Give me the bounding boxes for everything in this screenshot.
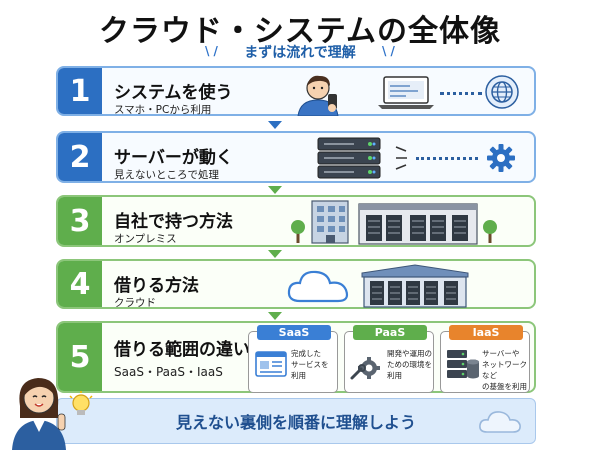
iaas-card: IaaS サーバーや ネットワークなど の基盤を利用 [440, 325, 530, 393]
page-subtitle: まずは流れで理解 [244, 45, 356, 61]
flow-arrow-4 [268, 312, 282, 320]
saas-card: SaaS 完成した サービスを 利用 [248, 325, 338, 393]
connection-dots [416, 157, 478, 160]
step-5-number: 5 [58, 323, 102, 391]
summary-message: 見えない裏側を順番に理解しよう [175, 413, 416, 432]
server-rack-icon [317, 137, 381, 179]
step-4-number: 4 [58, 261, 102, 307]
step-1-subtitle: スマホ・PCから利用 [114, 104, 212, 116]
person-smartphone-icon [297, 75, 339, 116]
step-4-title: 借りる方法 [114, 276, 199, 296]
step-3-subtitle: オンプレミス [114, 233, 177, 245]
light-bulb-icon [69, 391, 93, 415]
step-1-card: 1 システムを使う スマホ・PCから利用 [56, 66, 536, 116]
gear-icon [487, 144, 515, 172]
step-2-card: 2 サーバーが動く 見えないところで処理 [56, 131, 536, 183]
iaas-description: サーバーや ネットワークなど の基盤を利用 [482, 349, 527, 391]
flow-arrow-3 [268, 250, 282, 258]
sparkle-left-icon: \ / [205, 44, 218, 58]
sparkle-right-icon: \ / [382, 44, 395, 58]
cloud-datacenter-icon [361, 264, 469, 308]
globe-icon [485, 75, 519, 109]
step-3-number: 3 [58, 197, 102, 245]
activity-lines-icon [395, 146, 407, 170]
step-1-title: システムを使う [114, 83, 233, 103]
saas-label: SaaS [257, 325, 331, 340]
browser-window-icon [255, 351, 287, 377]
step-2-title: サーバーが動く [114, 148, 233, 168]
iaas-label: IaaS [449, 325, 523, 340]
step-5-title: 借りる範囲の違い [114, 340, 250, 360]
tree-icon [291, 220, 305, 243]
step-1-number: 1 [58, 68, 102, 114]
laptop-icon [378, 76, 434, 109]
step-3-card: 3 自社で持つ方法 オンプレミス [56, 195, 536, 247]
step-5-subtitle: SaaS・PaaS・IaaS [114, 365, 223, 379]
datacenter-icon [358, 203, 478, 245]
paas-description: 開発や運用の ための環境を 利用 [387, 349, 432, 380]
woman-idea-icon [12, 378, 66, 450]
step-4-card: 4 借りる方法 クラウド [56, 259, 536, 309]
paas-label: PaaS [353, 325, 427, 340]
saas-description: 完成した サービスを 利用 [291, 349, 329, 380]
step-2-number: 2 [58, 133, 102, 181]
flow-arrow-2 [268, 186, 282, 194]
office-building-icon [311, 200, 349, 244]
paas-card: PaaS 開発や運用の ための環境を 利用 [344, 325, 434, 393]
tree-icon [483, 220, 497, 243]
step-3-title: 自社で持つ方法 [114, 212, 233, 232]
flow-arrow-1 [268, 121, 282, 129]
step-2-subtitle: 見えないところで処理 [114, 169, 219, 181]
page-title: クラウド・システムの全体像 [98, 14, 502, 49]
cloud-icon [287, 270, 349, 303]
connection-dots [440, 92, 482, 95]
cloud-outline-icon [479, 411, 521, 433]
step-4-subtitle: クラウド [114, 297, 156, 309]
step-5-card: 5 借りる範囲の違い SaaS・PaaS・IaaS SaaS 完成した サービス… [56, 321, 536, 393]
summary-banner: 見えない裏側を順番に理解しよう [56, 398, 536, 444]
server-database-icon [447, 350, 479, 379]
gear-wrench-icon [350, 357, 380, 380]
